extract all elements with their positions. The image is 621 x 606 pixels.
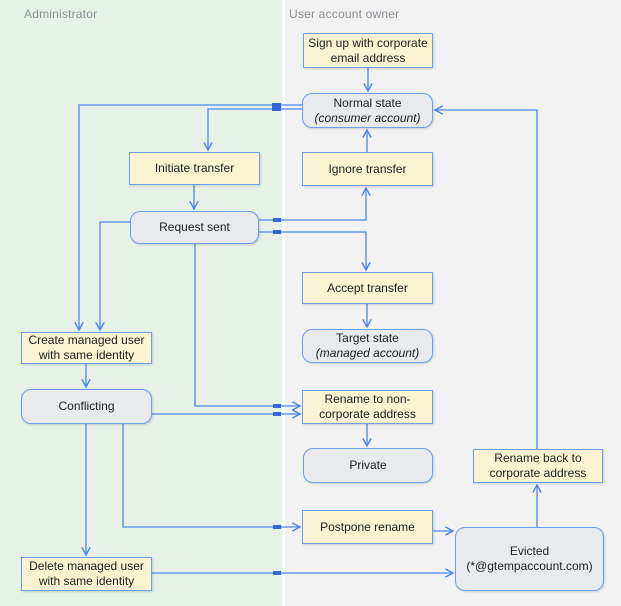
- lane-crossing-marker: [273, 571, 281, 575]
- node-rename-back-to-corporate: Rename back to corporate address: [473, 449, 603, 483]
- node-request-sent: Request sent: [130, 211, 259, 244]
- node-label: Private: [349, 458, 387, 473]
- lane-crossing-marker: [273, 230, 281, 234]
- node-label: Rename to non-corporate address: [319, 392, 416, 421]
- lane-crossing-marker: [273, 218, 281, 222]
- node-label: Rename back to corporate address: [489, 451, 587, 480]
- node-label: Initiate transfer: [154, 161, 235, 176]
- node-postpone-rename: Postpone rename: [302, 510, 433, 544]
- node-private: Private: [303, 448, 433, 483]
- node-rename-to-non-corporate: Rename to non-corporate address: [302, 390, 433, 424]
- lane-crossing-marker: [273, 525, 281, 529]
- lane-title-user-account-owner: User account owner: [289, 7, 400, 21]
- node-label: Conflicting: [58, 399, 115, 414]
- edge-normal-to-create: [74, 104, 302, 332]
- node-label: Evicted: [509, 544, 550, 559]
- lane-crossing-marker: [273, 412, 281, 416]
- node-normal-state: Normal state (consumer account): [302, 93, 433, 128]
- node-accept-transfer: Accept transfer: [302, 272, 433, 304]
- edge-rename-back-to-normal: [433, 105, 538, 449]
- node-sublabel: (managed account): [315, 346, 420, 360]
- node-label: Accept transfer: [327, 280, 408, 295]
- node-label: Target state: [336, 331, 399, 346]
- node-label: Create managed user with same identity: [28, 333, 145, 362]
- node-label: Delete managed user with same identity: [29, 559, 144, 588]
- node-create-managed-user: Create managed user with same identity: [21, 332, 152, 364]
- node-label: Normal state: [333, 95, 402, 110]
- node-sublabel: (*@gtempaccount.com): [466, 559, 593, 573]
- node-label: Sign up with corporate email address: [308, 35, 428, 65]
- node-conflicting: Conflicting: [21, 389, 152, 424]
- node-initiate-transfer: Initiate transfer: [129, 152, 260, 185]
- edge-conflicting-to-postpone: [122, 424, 302, 532]
- node-evicted: Evicted (*@gtempaccount.com): [455, 527, 604, 591]
- lane-crossing-marker: [272, 103, 281, 111]
- node-target-state: Target state (managed account): [302, 329, 433, 363]
- edge-request-to-rename-non: [194, 244, 302, 411]
- node-label: Ignore transfer: [328, 161, 407, 176]
- lane-administrator: [0, 0, 282, 606]
- node-delete-managed-user: Delete managed user with same identity: [21, 557, 152, 591]
- edge-request-to-ignore: [259, 186, 371, 221]
- edge-normal-to-initiate: [203, 108, 302, 152]
- node-label: Postpone rename: [320, 519, 415, 534]
- node-signup-corporate-email: Sign up with corporate email address: [303, 33, 433, 68]
- lane-crossing-marker: [273, 404, 281, 408]
- lane-title-administrator: Administrator: [24, 7, 98, 21]
- node-label: Request sent: [159, 220, 230, 235]
- node-ignore-transfer: Ignore transfer: [302, 152, 433, 186]
- node-sublabel: (consumer account): [314, 110, 421, 125]
- edge-request-to-create: [95, 221, 130, 332]
- edge-request-to-accept: [259, 231, 371, 272]
